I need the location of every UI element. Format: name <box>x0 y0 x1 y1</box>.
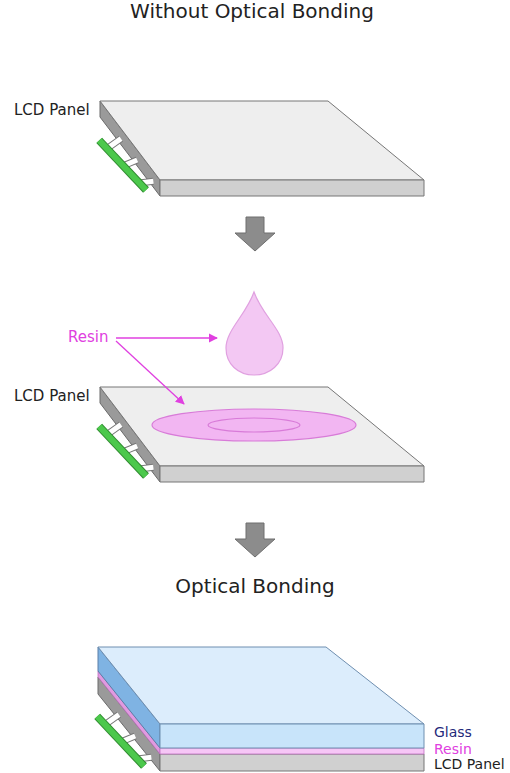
title: Without Optical Bonding <box>0 0 507 23</box>
resin-drop <box>226 292 283 375</box>
connector-tabs <box>97 139 153 766</box>
flex-connector <box>99 140 146 190</box>
bonded-stack <box>98 647 424 771</box>
section-heading: Optical Bonding <box>175 575 334 598</box>
flex-connector <box>99 426 146 476</box>
lcd-panel <box>100 101 424 196</box>
down-arrow <box>235 523 275 557</box>
down-arrow <box>235 217 275 251</box>
leader-line <box>116 338 217 404</box>
part-label: LCD Panel <box>14 388 90 405</box>
lcd-panel <box>100 387 424 482</box>
flex-connector <box>99 426 146 476</box>
part-label: LCD Panel <box>14 102 90 119</box>
part-label: Resin <box>68 329 108 346</box>
layer-label: Glass <box>434 724 472 740</box>
layer-label: Resin <box>434 741 472 757</box>
flex-connector <box>97 716 144 766</box>
layer-label: LCD Panel <box>434 756 505 772</box>
flex-connector <box>99 140 146 190</box>
flex-connector <box>97 716 144 766</box>
